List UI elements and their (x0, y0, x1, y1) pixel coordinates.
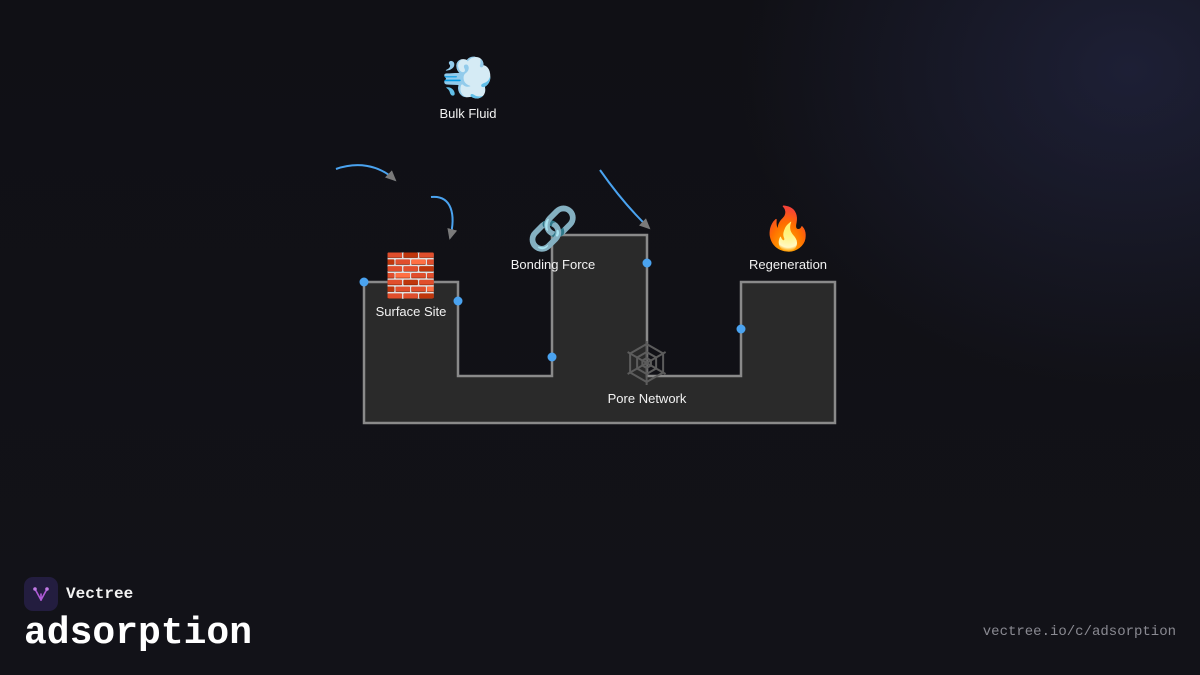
flow-arrow (335, 164, 397, 182)
vectree-logo-icon (24, 577, 58, 611)
node-surface-site: 🧱 Surface Site (376, 252, 447, 319)
fire-icon: 🔥 (761, 205, 815, 252)
adsorption-site-dot (736, 324, 746, 334)
node-bonding-force: 🔗 Bonding Force (511, 205, 596, 272)
node-label: Pore Network (607, 391, 687, 406)
node-label: Bonding Force (510, 257, 596, 272)
node-bulk-fluid: 💨 Bulk Fluid (439, 54, 496, 121)
footer-url[interactable]: vectree.io/c/adsorption (982, 624, 1176, 640)
wind-icon: 💨 (441, 54, 495, 101)
adsorption-site-dot (453, 296, 463, 306)
brick-icon: 🧱 (384, 252, 438, 299)
node-label: Surface Site (375, 304, 447, 319)
flow-arrow (430, 195, 458, 240)
adsorption-site-dot (547, 352, 557, 362)
node-pore-network: Pore Network (607, 340, 687, 406)
node-label: Bulk Fluid (439, 106, 497, 121)
node-regeneration: 🔥 Regeneration (749, 205, 827, 272)
flow-arrow (599, 169, 651, 230)
page-title: adsorption (24, 612, 253, 655)
brand-name: Vectree (66, 585, 134, 603)
adsorption-site-dot (359, 277, 369, 287)
brand: Vectree (24, 577, 133, 611)
link-icon: 🔗 (526, 205, 580, 252)
spider-web-icon (627, 341, 667, 385)
adsorption-site-dot (642, 258, 652, 268)
node-label: Regeneration (748, 257, 828, 272)
